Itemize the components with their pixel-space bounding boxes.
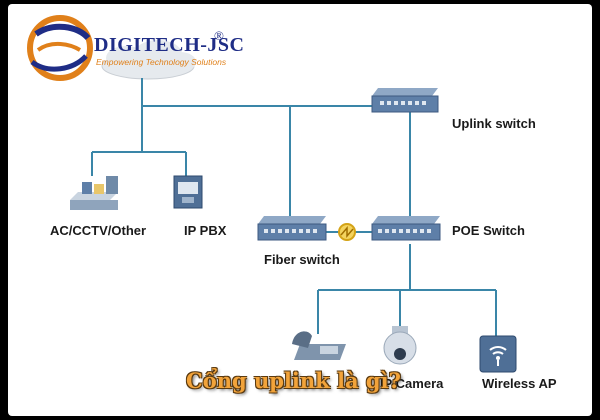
logo-tagline: Empowering Technology Solutions (96, 57, 227, 67)
uplink-switch-label: Uplink switch (452, 116, 536, 131)
poe-switch-icon (371, 216, 441, 241)
ip-pbx-label: IP PBX (184, 223, 227, 238)
ip-phone-icon (292, 331, 346, 360)
wireless-ap-label: Wireless AP (482, 376, 557, 391)
fiber-connector-icon (338, 223, 356, 241)
ip-camera-icon (383, 326, 417, 365)
logo-registered-mark: ® (214, 28, 224, 43)
ac-cctv-label: AC/CCTV/Other (50, 223, 147, 238)
ip-pbx-icon (173, 175, 203, 209)
caption-title: Cổng uplink là gì? (186, 368, 401, 393)
diagram-canvas: DIGITECH-JSC ® Empowering Technology Sol… (8, 4, 592, 416)
internet-cloud-icon (101, 40, 196, 80)
network-links (91, 78, 497, 336)
digitech-logo-icon (27, 15, 93, 81)
ip-camera-label: IP Camera (380, 376, 444, 391)
wireless-ap-icon (479, 335, 517, 373)
uplink-switch-icon (371, 88, 439, 113)
ac-cctv-devices-icon (70, 176, 118, 210)
network-diagram (27, 15, 517, 373)
logo-name: DIGITECH-JSC (94, 34, 245, 56)
fiber-switch-icon (257, 216, 327, 241)
poe-switch-label: POE Switch (452, 223, 525, 238)
fiber-switch-label: Fiber switch (264, 252, 340, 267)
